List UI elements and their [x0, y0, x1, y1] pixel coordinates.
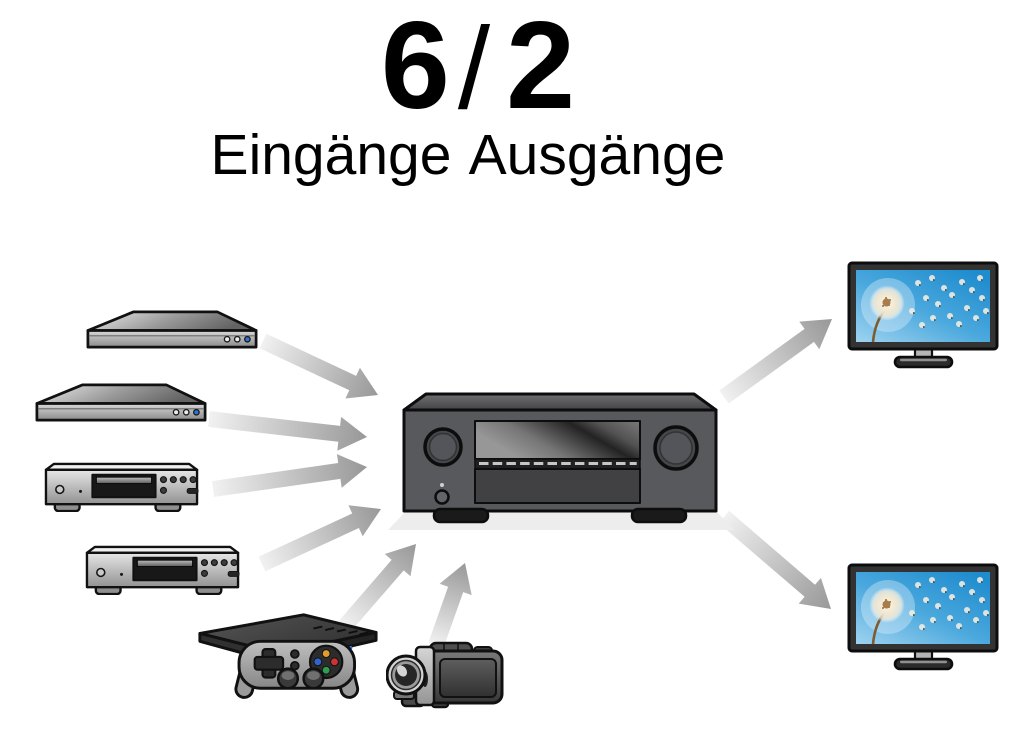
outputs-count: 2 — [506, 0, 576, 135]
cd-player-2-icon — [84, 544, 242, 595]
connection-arrow-1 — [259, 333, 378, 399]
outputs-label: Ausgänge — [468, 123, 726, 187]
blu-ray-player-1-icon — [85, 309, 259, 350]
ratio-separator: / — [457, 3, 491, 133]
av-receiver-icon — [386, 388, 736, 538]
inputs-count: 6 — [380, 0, 450, 135]
connection-arrow-5 — [339, 544, 416, 632]
connection-arrow-2 — [208, 411, 367, 451]
connection-arrow-3 — [211, 454, 367, 497]
blu-ray-player-2-icon — [34, 382, 208, 423]
connection-arrow-4 — [258, 505, 381, 572]
tv-1-icon — [840, 261, 1006, 371]
connection-arrow-6 — [428, 563, 472, 648]
cd-player-1-icon — [43, 461, 201, 512]
game-console-icon — [194, 608, 380, 701]
connection-arrow-7 — [719, 319, 832, 404]
inputs-label: Eingänge — [210, 123, 452, 187]
tv-2-icon — [840, 563, 1006, 673]
connection-arrow-8 — [718, 510, 831, 609]
io-ratio: 6/2 — [0, 4, 956, 128]
camcorder-icon — [386, 641, 506, 713]
